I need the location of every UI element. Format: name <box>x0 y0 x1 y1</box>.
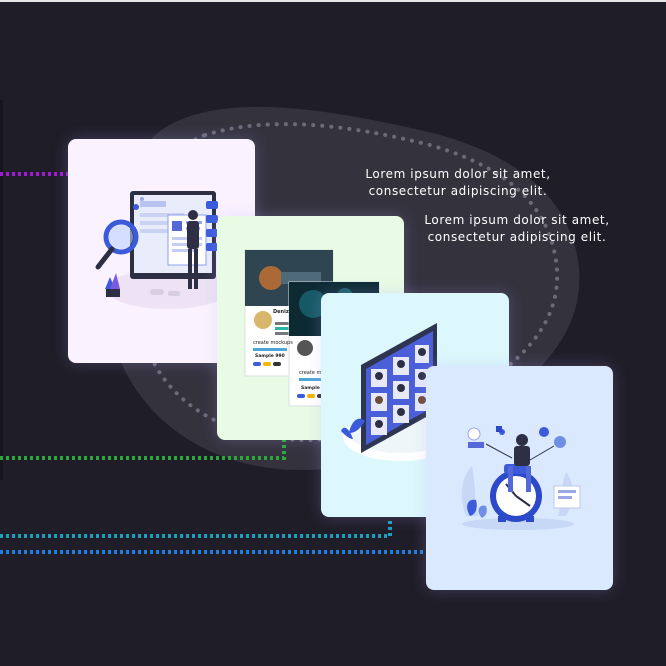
card-search-illustration[interactable] <box>68 139 255 363</box>
card-video-call[interactable] <box>321 293 509 517</box>
mockup-a-title: Deniz <box>273 309 289 315</box>
caption-1-line-1: Lorem ipsum dolor sit amet, <box>365 167 551 181</box>
connector-line-cyan <box>0 518 392 538</box>
mockup-a-sample: Sample 990 <box>255 354 285 359</box>
time-management-illustration <box>461 426 581 530</box>
caption-1: Lorem ipsum dolor sit amet, consectetur … <box>338 166 578 200</box>
search-analytics-illustration <box>95 191 230 309</box>
caption-2: Lorem ipsum dolor sit amet, consectetur … <box>397 212 637 246</box>
dotted-ring <box>133 122 560 443</box>
mockup-b-sample: Sample <box>301 386 320 391</box>
caption-2-line-1: Lorem ipsum dolor sit amet, <box>424 213 610 227</box>
caption-1-line-2: consectetur adipiscing elit. <box>368 184 548 198</box>
mockup-b-action: create mo <box>299 370 325 376</box>
card-time-clock[interactable] <box>426 366 613 590</box>
connector-line-green <box>0 440 286 460</box>
left-edge-bar <box>0 100 3 480</box>
mockup-a-action: create mockups <box>253 340 293 346</box>
top-divider <box>0 0 666 2</box>
caption-2-line-2: consectetur adipiscing elit. <box>427 230 607 244</box>
